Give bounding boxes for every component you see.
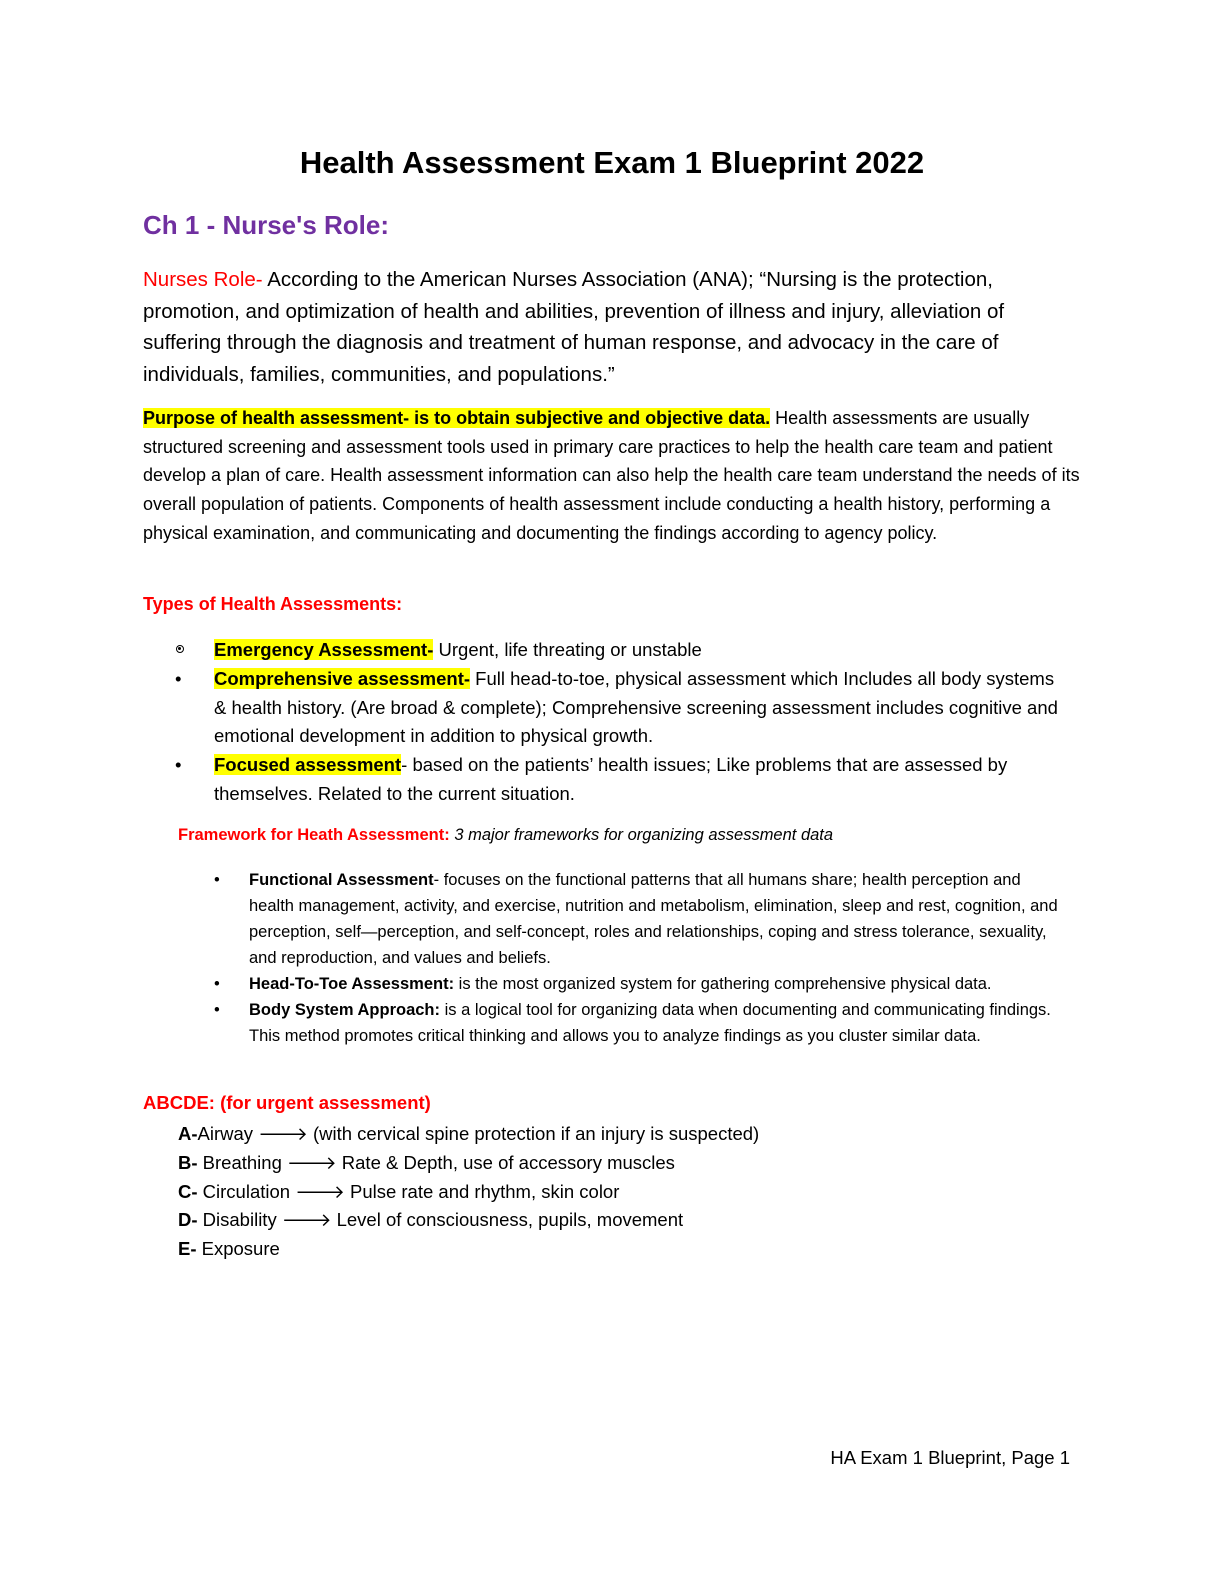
bullet-icon: • xyxy=(214,975,220,993)
abcde-name: Disability xyxy=(197,1209,277,1231)
framework-item-label: Functional Assessment xyxy=(249,871,434,889)
list-item-body-system: • Body System Approach: is a logical tool… xyxy=(178,997,1068,1049)
bullet-icon: • xyxy=(214,1001,220,1019)
list-item-emergency: Emergency Assessment- Urgent, life threa… xyxy=(143,636,1063,665)
type-text: Full head-to-toe, physical assessment wh… xyxy=(214,667,1058,747)
abcde-name: Airway xyxy=(197,1123,254,1144)
framework-item-text: is the most organized system for gatheri… xyxy=(454,975,992,993)
list-item-head-to-toe: • Head-To-Toe Assessment: is the most org… xyxy=(178,971,1068,997)
framework-list: • Functional Assessment- focuses on the f… xyxy=(178,867,1068,1049)
abcde-detail: (with cervical spine protection if an in… xyxy=(312,1123,760,1144)
framework-label: Framework for Heath Assessment: xyxy=(178,826,450,844)
framework-item-text: is a logical tool for organizing data wh… xyxy=(249,1001,1051,1045)
list-item-focused: • Focused assessment- based on the patien… xyxy=(143,751,1063,809)
abcde-letter: C- xyxy=(178,1180,198,1202)
abcde-name: Exposure xyxy=(196,1238,280,1260)
abcde-item-exposure: E- Exposure xyxy=(178,1235,759,1264)
framework-description: 3 major frameworks for organizing assess… xyxy=(454,826,834,844)
type-dash: - xyxy=(401,754,408,776)
nurses-role-label: Nurses Role- xyxy=(143,268,263,291)
abcde-item-airway: A-Airway 🡒 (with cervical spine protecti… xyxy=(178,1120,759,1149)
arrow-right-icon: 🡒 xyxy=(295,1180,345,1202)
arrow-right-icon: 🡒 xyxy=(287,1151,337,1173)
nurses-role-paragraph: Nurses Role- According to the American N… xyxy=(143,264,1073,390)
arrow-right-icon: 🡒 xyxy=(281,1209,332,1231)
document-title: Health Assessment Exam 1 Blueprint 2022 xyxy=(299,145,925,180)
purpose-highlight-label: Purpose of health assessment- is to obta… xyxy=(143,408,771,428)
type-text: based on the patients’ health issues; Li… xyxy=(214,754,1008,804)
abcde-list: A-Airway 🡒 (with cervical spine protecti… xyxy=(178,1120,759,1264)
abcde-name: Breathing xyxy=(197,1151,282,1173)
bullet-icon: • xyxy=(175,667,182,689)
abcde-detail: Pulse rate and rhythm, skin color xyxy=(349,1180,620,1202)
framework-item-label: Body System Approach: xyxy=(249,1001,441,1019)
chapter-heading: Ch 1 - Nurse's Role: xyxy=(143,210,390,240)
bullet-icon: • xyxy=(175,754,182,776)
list-item-functional: • Functional Assessment- focuses on the f… xyxy=(178,867,1068,971)
abcde-letter: B- xyxy=(178,1151,198,1173)
abcde-name: Circulation xyxy=(197,1180,291,1202)
abcde-detail: Rate & Depth, use of accessory muscles xyxy=(341,1151,675,1173)
arrow-right-icon: 🡒 xyxy=(258,1123,308,1144)
abcde-letter: A- xyxy=(178,1123,198,1144)
purpose-text: Health assessments are usually structure… xyxy=(143,408,1080,543)
type-label: Comprehensive assessment- xyxy=(214,667,471,689)
abcde-item-circulation: C- Circulation 🡒 Pulse rate and rhythm, … xyxy=(178,1178,759,1207)
abcde-item-breathing: B- Breathing 🡒 Rate & Depth, use of acce… xyxy=(178,1149,759,1178)
framework-item-text: - focuses on the functional patterns tha… xyxy=(249,871,1058,967)
purpose-paragraph: Purpose of health assessment- is to obta… xyxy=(143,404,1083,548)
bullet-icon: • xyxy=(214,871,220,889)
nurses-role-text: According to the American Nurses Associa… xyxy=(143,268,1005,386)
abcde-item-disability: D- Disability 🡒 Level of consciousness, … xyxy=(178,1206,759,1235)
abcde-detail: Level of consciousness, pupils, movement xyxy=(336,1209,684,1231)
abcde-letter: E- xyxy=(178,1238,197,1260)
abcde-heading: ABCDE: (for urgent assessment) xyxy=(143,1092,431,1113)
framework-heading: Framework for Heath Assessment: 3 major … xyxy=(178,826,833,845)
bullet-circle-icon xyxy=(176,645,184,653)
type-text: Urgent, life threating or unstable xyxy=(433,639,702,660)
abcde-letter: D- xyxy=(178,1209,198,1231)
types-heading: Types of Health Assessments: xyxy=(143,594,403,614)
type-label: Emergency Assessment- xyxy=(214,639,434,660)
framework-item-label: Head-To-Toe Assessment: xyxy=(249,975,455,993)
types-list: Emergency Assessment- Urgent, life threa… xyxy=(143,636,1063,809)
page-footer: HA Exam 1 Blueprint, Page 1 xyxy=(830,1447,1070,1468)
type-label: Focused assessment xyxy=(214,754,402,776)
list-item-comprehensive: • Comprehensive assessment- Full head-to-… xyxy=(143,665,1063,751)
